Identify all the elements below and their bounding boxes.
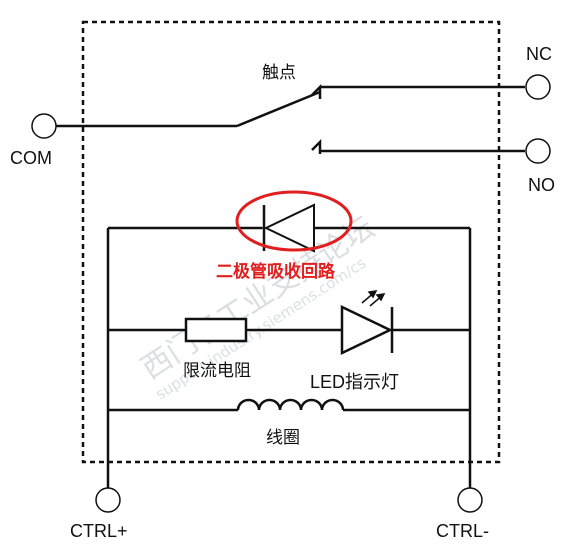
led-symbol	[340, 305, 394, 355]
ctrl-neg-label: CTRL-	[436, 521, 489, 541]
ctrl-neg-terminal[interactable]	[457, 487, 483, 513]
ctrl-pos-terminal[interactable]	[95, 487, 121, 513]
relay-housing	[81, 20, 501, 464]
ctrl-pos-label: CTRL+	[70, 521, 128, 541]
coil-symbol	[236, 398, 345, 411]
resistor-symbol	[184, 317, 248, 343]
diode-symbol	[262, 203, 315, 253]
com-label: COM	[10, 148, 52, 168]
coil-label: 线圈	[266, 428, 300, 448]
resistor-label: 限流电阻	[183, 361, 251, 381]
com-terminal[interactable]	[31, 113, 57, 139]
diode-circuit-label: 二极管吸收回路	[216, 261, 336, 282]
contact-label: 触点	[262, 63, 296, 83]
switch-arm	[236, 90, 321, 128]
nc-terminal[interactable]	[525, 74, 551, 100]
no-label: NO	[528, 175, 555, 195]
nc-label: NC	[526, 44, 552, 64]
no-terminal[interactable]	[525, 138, 551, 164]
led-light-rays-icon	[361, 290, 386, 307]
led-label: LED指示灯	[310, 372, 399, 392]
diode-highlight-ellipse	[235, 190, 353, 252]
no-contact-hook	[311, 138, 322, 154]
